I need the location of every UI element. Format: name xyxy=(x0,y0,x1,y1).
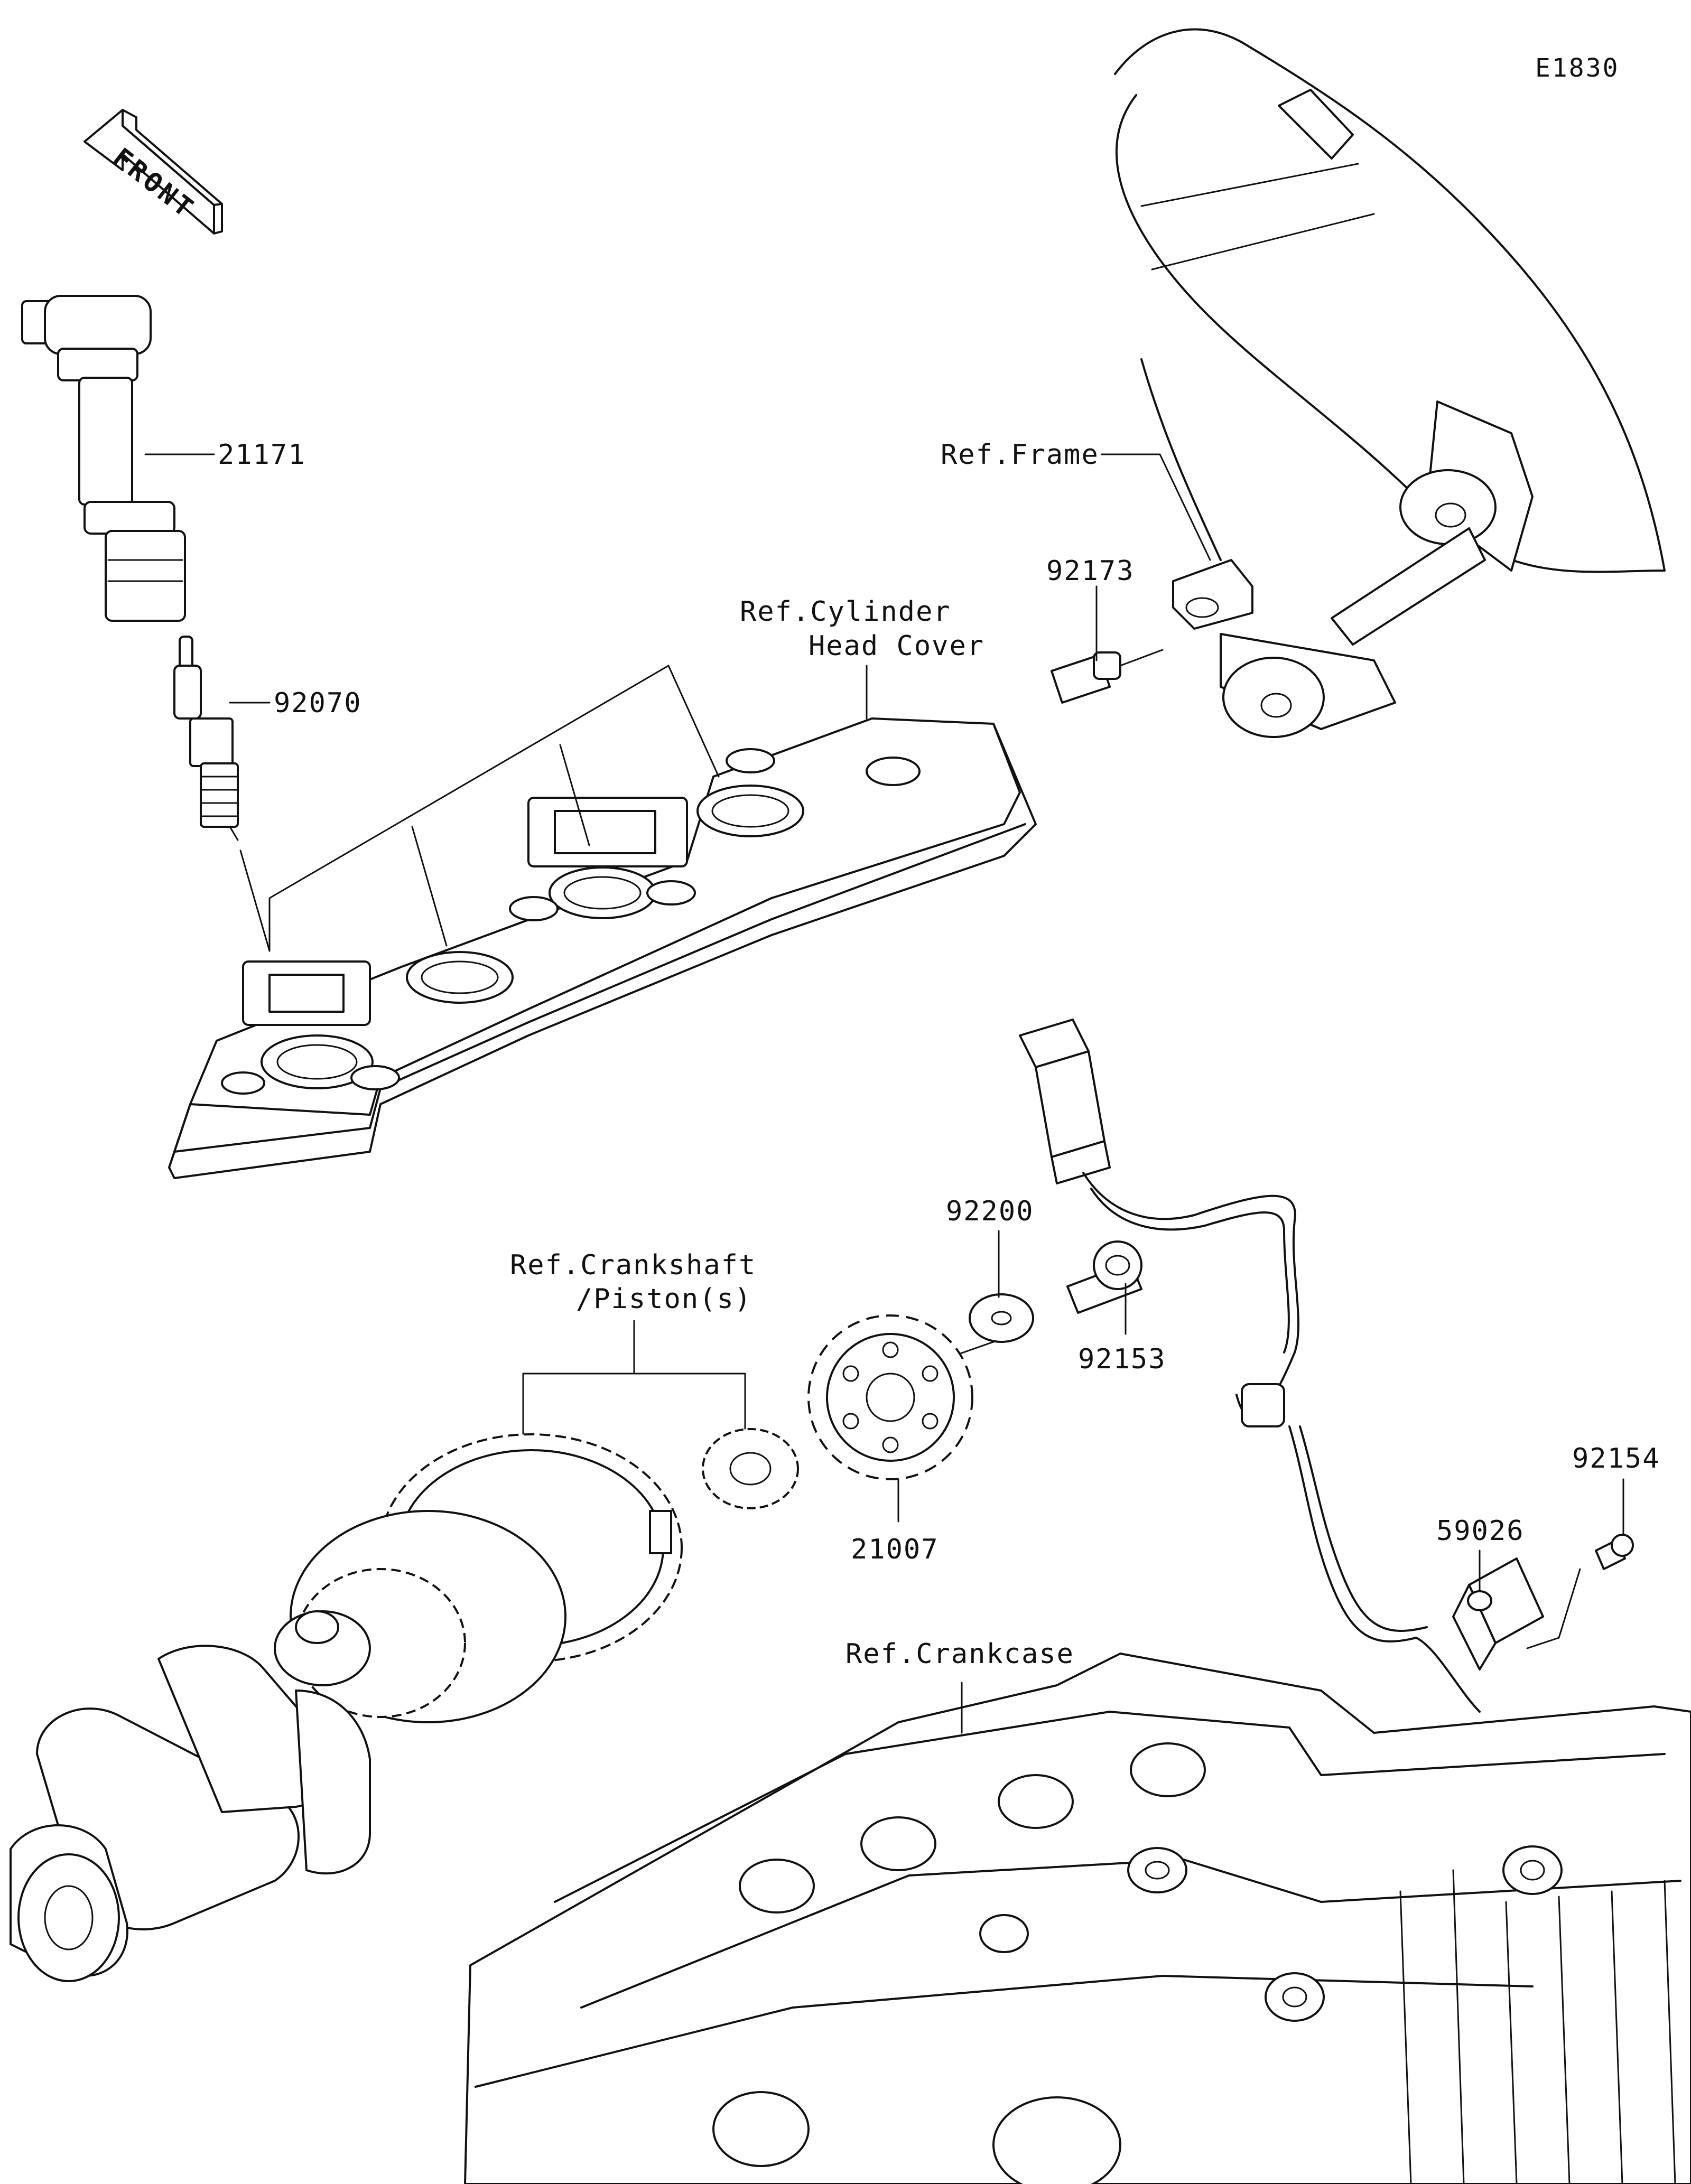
label-92154: 92154 xyxy=(1572,1443,1660,1474)
label-ref-pistons: /Piston(s) xyxy=(576,1283,752,1315)
front-arrow-icon: FRONT xyxy=(83,109,223,235)
label-92200: 92200 xyxy=(946,1196,1034,1227)
label-ref-cylinder: Ref.Cylinder xyxy=(740,596,951,628)
crankcase xyxy=(464,1653,1691,2184)
leader-cylinder-ref xyxy=(268,665,868,952)
washer-92200 xyxy=(969,1293,1034,1343)
leader-plug-cover xyxy=(239,850,271,952)
leader-ref-frame xyxy=(1101,453,1211,561)
bolt-92153 xyxy=(1066,1240,1142,1314)
frame xyxy=(1114,28,1666,738)
label-59026: 59026 xyxy=(1436,1515,1525,1547)
label-21007: 21007 xyxy=(851,1534,939,1565)
label-ref-crankshaft: Ref.Crankshaft xyxy=(510,1249,756,1281)
cylinder-head-cover xyxy=(168,717,1037,1179)
ignition-coil xyxy=(21,295,186,622)
wiring-harness xyxy=(1019,1019,1481,1713)
bolt-92154 xyxy=(1595,1534,1634,1570)
label-ref-frame: Ref.Frame xyxy=(941,439,1099,471)
leader-bolt-sensor xyxy=(1526,1568,1581,1649)
crankshaft xyxy=(10,1320,799,1982)
timing-rotor-21007 xyxy=(807,1314,973,1480)
sensor-92173 xyxy=(1051,649,1164,704)
label-ref-crankcase: Ref.Crankcase xyxy=(846,1638,1074,1670)
label-92153: 92153 xyxy=(1078,1343,1166,1375)
label-ref-head-cover: Head Cover xyxy=(809,630,984,662)
label-21171: 21171 xyxy=(218,439,306,471)
label-92070: 92070 xyxy=(274,687,362,719)
diagram-code: E1830 xyxy=(1535,53,1620,83)
label-92173: 92173 xyxy=(1046,555,1135,587)
sensor-59026 xyxy=(1452,1557,1544,1670)
spark-plug xyxy=(173,636,239,841)
